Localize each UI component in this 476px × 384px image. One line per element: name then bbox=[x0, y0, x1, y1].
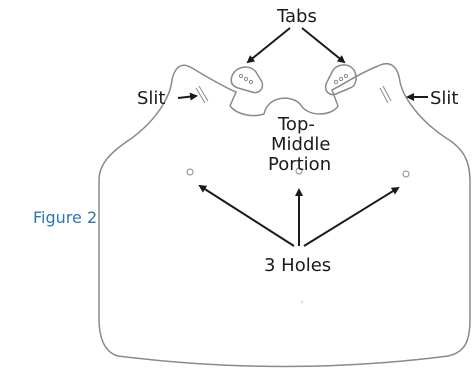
tab-left-dot bbox=[238, 73, 244, 79]
slit-right bbox=[379, 85, 392, 104]
label-holes: 3 Holes bbox=[264, 255, 332, 276]
arrow-hole-left bbox=[198, 184, 295, 247]
label-slit-left: Slit bbox=[137, 88, 166, 109]
tab-left-dot bbox=[243, 76, 249, 82]
arrow-slit-left bbox=[177, 92, 198, 101]
figure-caption: Figure 2 bbox=[33, 208, 98, 227]
arrow-tabs-right bbox=[301, 27, 346, 64]
tab-left-outline bbox=[230, 66, 264, 94]
hole-right bbox=[402, 170, 410, 178]
arrow-tabs-left bbox=[246, 27, 291, 64]
faint-mark bbox=[301, 301, 303, 303]
tab-left-dot bbox=[248, 79, 254, 85]
tab-right-dot bbox=[333, 79, 339, 85]
label-tabs: Tabs bbox=[277, 6, 317, 27]
arrow-hole-right bbox=[303, 186, 400, 247]
hole-left bbox=[186, 168, 194, 176]
label-slit-right: Slit bbox=[430, 88, 459, 109]
label-center-line2: Middle bbox=[271, 134, 331, 155]
slit-left bbox=[195, 85, 209, 104]
tab-right-dot bbox=[343, 73, 349, 79]
tab-right-outline bbox=[324, 64, 357, 96]
hole-center bbox=[295, 167, 303, 175]
tab-right-dot bbox=[338, 76, 344, 82]
label-center-line3: Portion bbox=[268, 154, 332, 175]
shield-outline bbox=[98, 62, 471, 368]
label-center-line1: Top- bbox=[278, 114, 315, 135]
